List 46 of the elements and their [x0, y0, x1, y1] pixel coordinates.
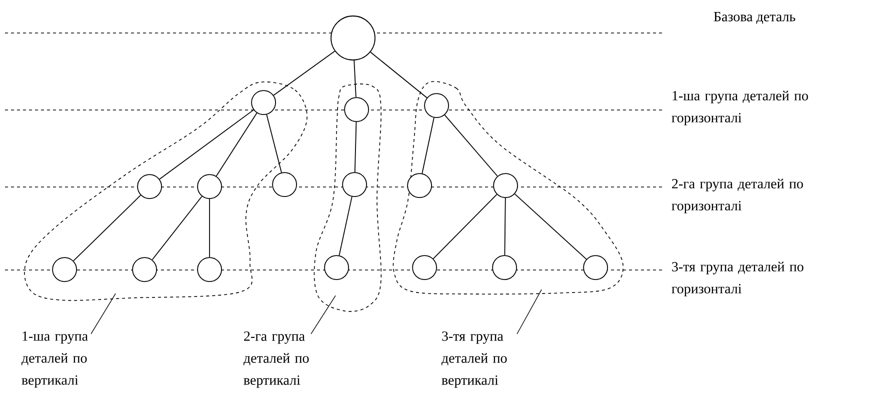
leader-line	[516, 289, 542, 334]
connector-line	[152, 196, 202, 260]
connector-line	[338, 196, 352, 256]
part-circle	[342, 172, 367, 197]
part-circle	[324, 255, 349, 280]
part-circle	[493, 173, 518, 198]
part-circle	[137, 174, 162, 199]
group-caption: 1-ша група деталей по вертикалі	[21, 331, 88, 388]
connector-line	[422, 117, 434, 174]
leader-line	[90, 293, 116, 334]
connector-line	[504, 198, 506, 256]
group-caption: 2-га група деталей по вертикалі	[243, 331, 309, 388]
part-circle	[344, 97, 369, 122]
part-circle	[251, 90, 276, 115]
group-caption: 3-тя група деталей по вертикалі	[441, 331, 507, 388]
connector-line	[273, 50, 336, 96]
connector-line	[444, 114, 498, 177]
connector-line	[514, 193, 587, 260]
part-circle	[492, 255, 517, 280]
connector-line	[73, 194, 142, 262]
part-circle	[424, 93, 449, 118]
part-circle	[132, 257, 158, 282]
level-label: 2-га група деталей по горизонталі	[672, 178, 803, 214]
connector-line	[209, 198, 210, 258]
connector-line	[216, 112, 258, 177]
connector-line	[159, 109, 254, 180]
connector-line	[266, 114, 282, 173]
connector-line	[432, 194, 498, 260]
connector-line	[354, 60, 356, 98]
level-label: Базова деталь	[714, 12, 796, 24]
part-circle	[583, 255, 608, 280]
level-label: 3-тя група деталей по горизонталі	[672, 262, 804, 296]
part-circle	[272, 172, 297, 197]
part-circle	[52, 257, 78, 282]
leader-line	[310, 295, 336, 334]
connector-line	[354, 122, 357, 173]
part-circle	[330, 16, 376, 60]
part-circle	[412, 255, 437, 280]
part-circle	[197, 257, 222, 282]
group-outline	[24, 82, 308, 301]
connector-line	[370, 52, 428, 98]
level-label: 1-ша група деталей по горизонталі	[672, 90, 808, 126]
part-circle	[407, 173, 432, 198]
group-outline	[314, 84, 382, 312]
part-circle	[197, 174, 222, 199]
group-outline	[392, 81, 624, 295]
